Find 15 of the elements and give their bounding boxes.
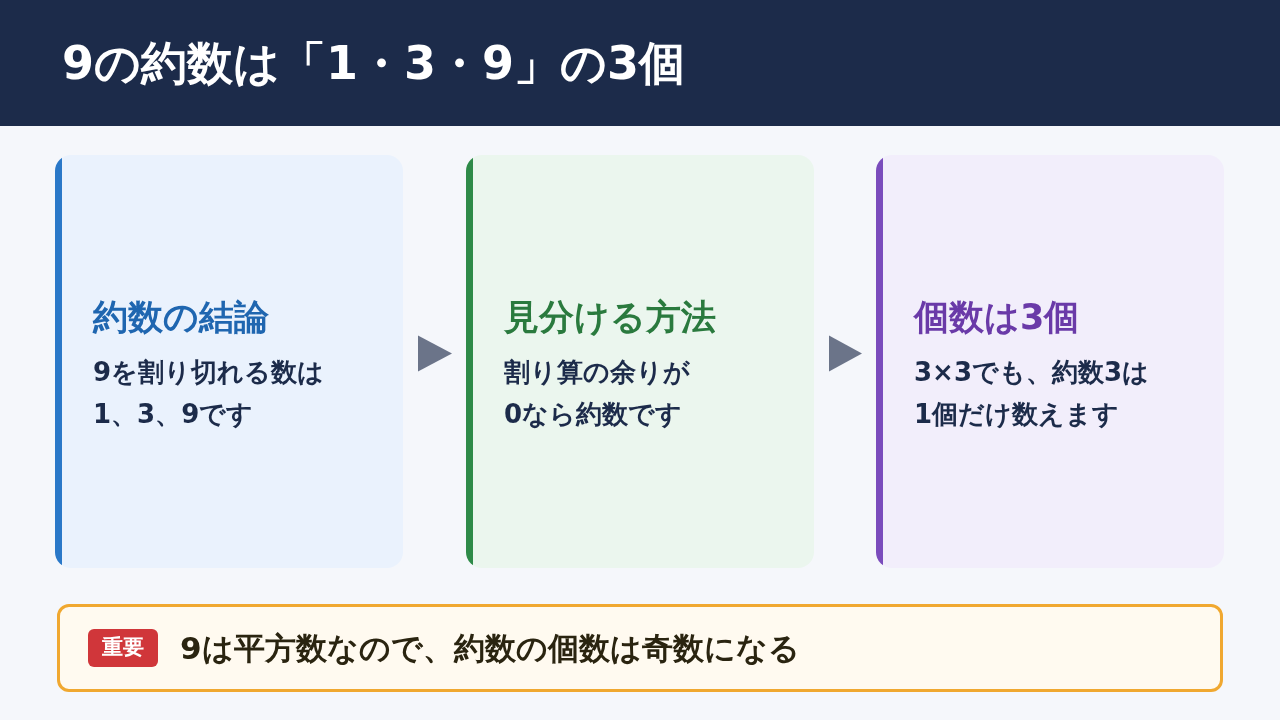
step-card	[876, 155, 1224, 568]
note-text: 9は平方数なので、約数の個数は奇数になる	[180, 628, 800, 668]
step-card	[466, 155, 814, 568]
title: 9の約数は「1・3・9」の3個	[62, 34, 686, 92]
important-badge: 重要	[88, 629, 158, 667]
step-card	[55, 155, 403, 568]
arrow	[829, 335, 862, 372]
arrow	[418, 335, 452, 372]
card-heading: 約数の結論	[93, 296, 270, 339]
card-heading: 個数は3個	[914, 296, 1081, 339]
card-text: 割り算の余りが0なら約数です	[504, 356, 691, 431]
card-text: 9を割り切れる数は1、3、9です	[93, 356, 326, 431]
card-heading: 見分ける方法	[504, 296, 716, 339]
note-box	[57, 604, 1223, 692]
card-text: 3×3でも、約数3は1個だけ数えます	[914, 356, 1151, 431]
